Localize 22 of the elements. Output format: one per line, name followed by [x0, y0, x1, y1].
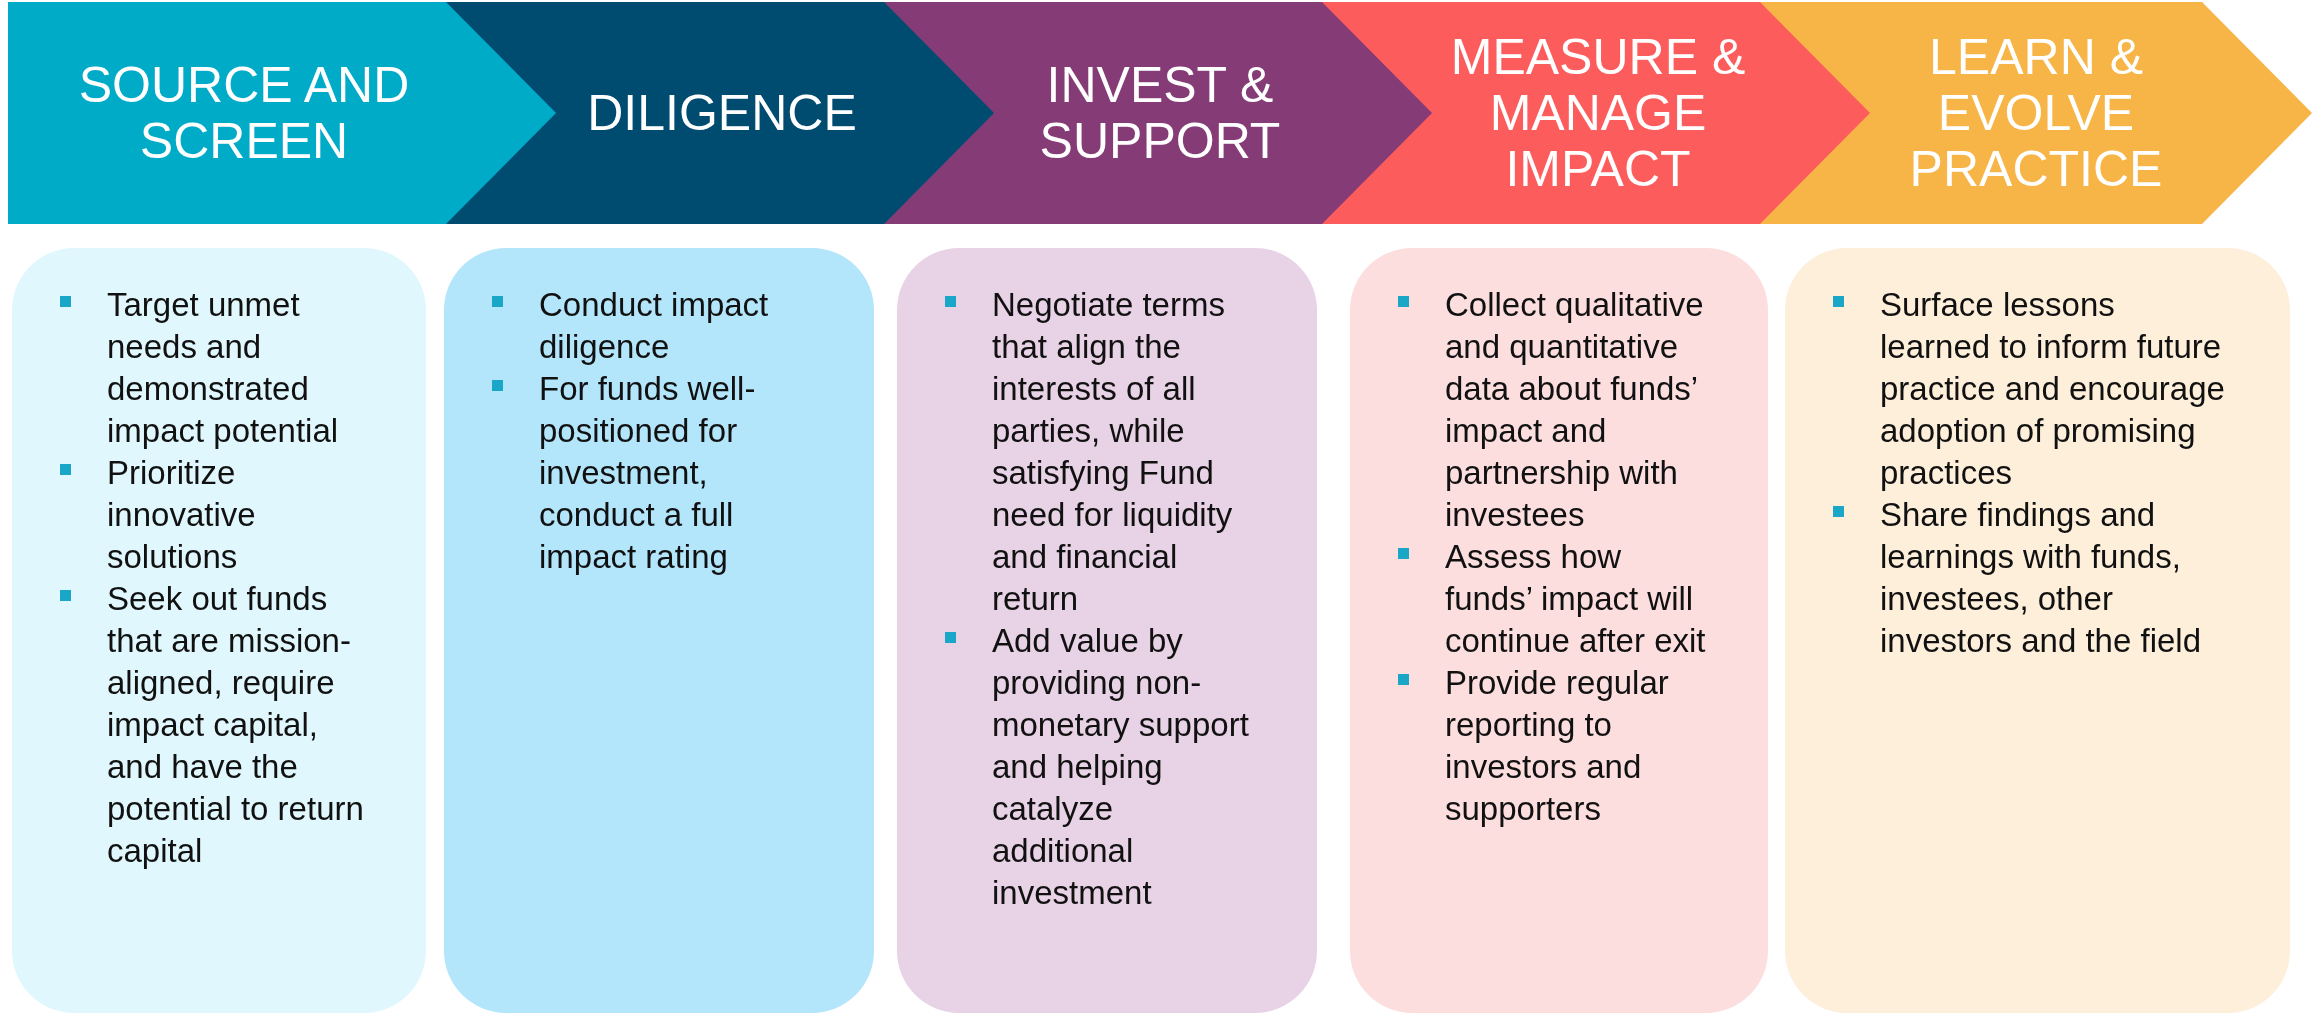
step-title: MEASURE & MANAGE IMPACT: [1449, 29, 1747, 197]
bullet-text: For funds well-positioned for investment, conduct a full impact rating: [539, 369, 757, 577]
bullet-text: Provide regular reporting to investors and supporters: [1445, 663, 1670, 829]
bullet-text: Share findings and learnings with funds, investees, other investors and the field: [1880, 495, 2203, 661]
bullet-text: Assess how funds’ impact will continue after exit: [1445, 537, 1706, 661]
step-title: SOURCE AND SCREEN: [77, 57, 411, 169]
step-card: [444, 248, 874, 1013]
step-card: [1785, 248, 2290, 1013]
bullet-text: Negotiate terms that align the interests of all parties, while satisfying Fund need for liquidity and financial return: [992, 285, 1234, 619]
bullet-text: Add value by providing non-monetary support and helping catalyze additional investment: [992, 621, 1250, 913]
bullet-text: Surface lessons learned to inform future practice and encourage adoption of promising practices: [1880, 285, 2226, 493]
step-card: [897, 248, 1317, 1013]
bullet-text: Seek out funds that are mission-aligned, require impact capital, and have the potential to return capital: [107, 579, 364, 871]
bullet-text: Conduct impact diligence: [539, 285, 770, 367]
step-title: DILIGENCE: [587, 85, 857, 141]
step-card: [1350, 248, 1768, 1013]
bullet-text: Target unmet needs and demonstrated impact potential: [107, 285, 340, 451]
step-title: LEARN & EVOLVE PRACTICE: [1908, 29, 2164, 197]
step-card: [12, 248, 426, 1013]
step-title: INVEST & SUPPORT: [1038, 57, 1282, 169]
bullet-text: Prioritize innovative solutions: [107, 453, 257, 577]
bullet-text: Collect qualitative and quantitative data about funds’ impact and partnership with investees: [1445, 285, 1705, 535]
